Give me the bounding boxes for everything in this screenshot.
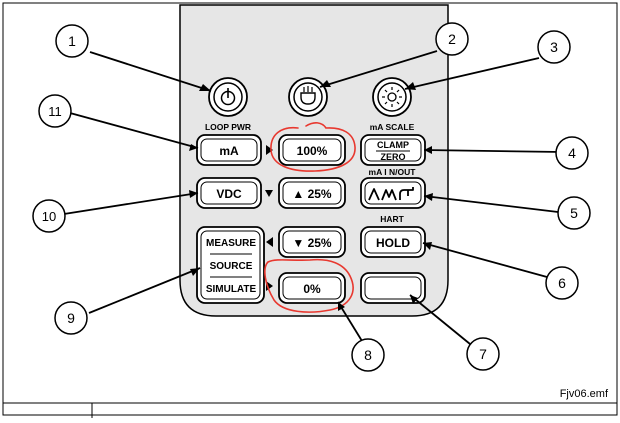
up-25-key-label: ▲ 25% — [292, 187, 332, 201]
svg-text:11: 11 — [48, 104, 62, 119]
svg-text:2: 2 — [448, 31, 456, 47]
brightness-key[interactable] — [372, 77, 412, 117]
callout-5: 5 — [557, 196, 591, 230]
pointer-down-icon — [265, 190, 273, 197]
vdc-key[interactable]: VDC — [196, 177, 262, 209]
up-25-key[interactable]: ▲ 25% — [278, 177, 346, 209]
callout-11: 11 — [38, 94, 72, 128]
down-25-key-label: ▼ 25% — [292, 236, 332, 250]
svg-text:7: 7 — [479, 346, 487, 362]
callout-7: 7 — [466, 337, 500, 371]
svg-text:1: 1 — [68, 33, 76, 49]
hundred-percent-key-label: 100% — [297, 144, 328, 158]
callout-8: 8 — [351, 338, 385, 372]
zero-percent-key[interactable]: 0% — [278, 272, 346, 304]
callout-9: 9 — [54, 301, 88, 335]
power-icon — [220, 88, 236, 106]
loop-pwr-label: LOOP PWR — [205, 122, 251, 132]
clamp-zero-key[interactable]: CLAMP ZERO — [360, 134, 426, 166]
clamp-label: CLAMP — [377, 140, 409, 150]
callout-2: 2 — [435, 22, 469, 56]
svg-text:5: 5 — [570, 205, 578, 221]
zero-percent-key-label: 0% — [303, 282, 321, 296]
measure-label: MEASURE — [206, 238, 256, 249]
hundred-percent-key[interactable]: 100% — [278, 134, 346, 166]
zero-label: ZERO — [380, 152, 405, 162]
callout-3: 3 — [537, 30, 571, 64]
callout-1: 1 — [55, 24, 89, 58]
leader-lines — [63, 50, 563, 345]
source-label: SOURCE — [210, 261, 253, 272]
power-key[interactable] — [208, 77, 248, 117]
simulate-label: SIMULATE — [206, 284, 257, 295]
ma-scale-label: mA SCALE — [370, 122, 415, 132]
down-25-key[interactable]: ▼ 25% — [278, 226, 346, 258]
callout-4: 4 — [555, 136, 589, 170]
hold-key-label: HOLD — [376, 236, 410, 250]
backlight-key[interactable] — [288, 77, 328, 117]
hart-label: HART — [380, 214, 404, 224]
waveform-icon — [368, 187, 414, 201]
ma-in-out-label: mA I N/OUT — [369, 167, 417, 177]
brightness-icon — [382, 87, 402, 107]
ma-in-out-key[interactable] — [360, 177, 426, 209]
callout-10: 10 — [32, 199, 66, 233]
pointer-left-icon — [266, 237, 273, 247]
annotation-circle-100 — [270, 122, 356, 172]
backlight-icon — [300, 86, 316, 105]
ma-key[interactable]: mA — [196, 134, 262, 166]
blank-key[interactable] — [360, 272, 426, 304]
svg-text:8: 8 — [364, 347, 372, 363]
vdc-key-label: VDC — [216, 187, 242, 201]
leader-arrowheads — [189, 80, 433, 311]
svg-text:9: 9 — [67, 310, 75, 326]
measure-source-simulate-key[interactable]: MEASURE SOURCE SIMULATE — [196, 226, 265, 304]
callout-6: 6 — [545, 266, 579, 300]
figure-filename: Fjv06.emf — [560, 388, 609, 400]
pointer-right-icon — [266, 145, 273, 155]
svg-text:10: 10 — [42, 209, 56, 224]
hold-key[interactable]: HOLD — [360, 226, 426, 258]
ma-key-label: mA — [219, 144, 239, 158]
figure-frame — [2, 2, 618, 416]
svg-text:4: 4 — [568, 145, 576, 161]
svg-text:6: 6 — [558, 275, 566, 291]
annotation-circle-0 — [264, 258, 354, 313]
svg-text:3: 3 — [550, 39, 558, 55]
